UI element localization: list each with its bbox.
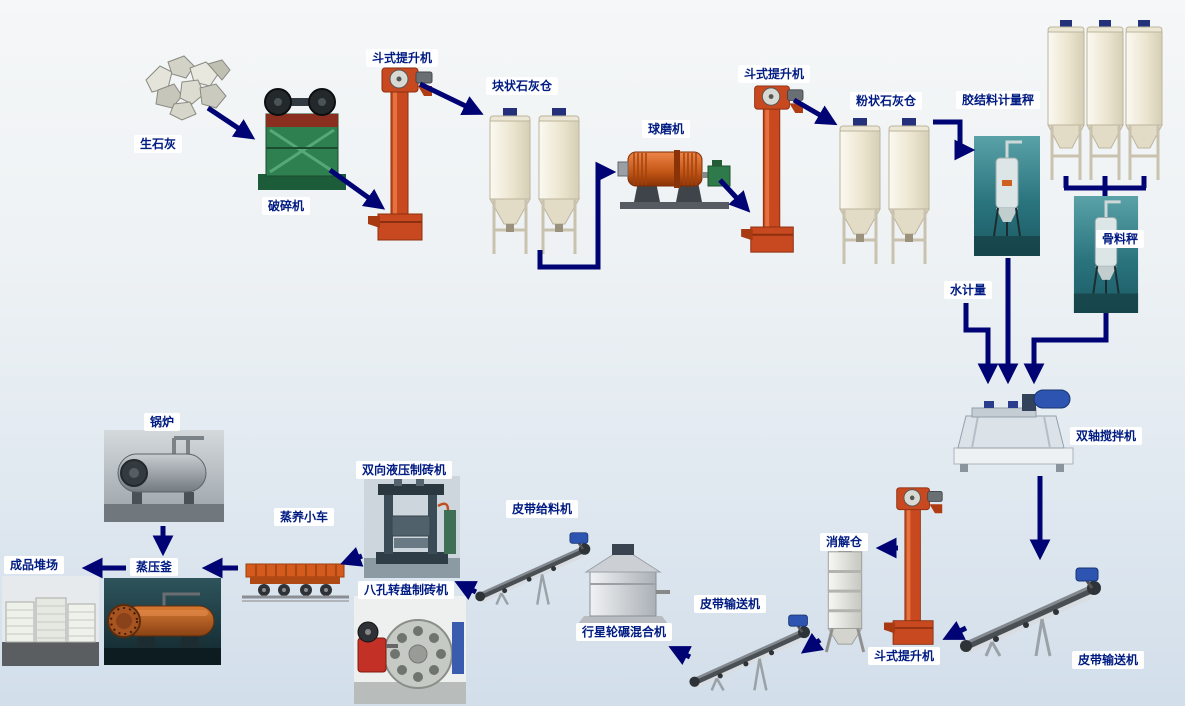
twin-shaft-mixer-image	[950, 384, 1077, 474]
label-planetary-mixer: 行星轮碾混合机	[576, 623, 673, 642]
aggregate-silos-image	[1046, 20, 1163, 188]
arrow-water-mixer	[963, 303, 999, 385]
label-digestion-silo: 消解仓	[820, 533, 869, 552]
bucket-elevator-3-image	[878, 486, 950, 648]
bucket-elevator-2-image	[738, 84, 808, 256]
powder-lime-silo-image	[836, 118, 933, 270]
belt-conveyor-right-image	[956, 562, 1108, 658]
steam-cart-image	[242, 548, 349, 602]
autoclave-image	[104, 578, 221, 665]
aggregate-scale-image	[1072, 196, 1140, 313]
label-quicklime: 生石灰	[134, 135, 183, 154]
label-lump-lime-silo: 块状石灰仓	[486, 77, 559, 96]
label-bucket-elevator-3: 斗式提升机	[868, 647, 941, 666]
label-belt-conveyor-right: 皮带输送机	[1072, 651, 1145, 670]
label-twin-shaft-mixer: 双轴搅拌机	[1070, 427, 1143, 446]
quicklime-rocks-image	[138, 52, 238, 122]
label-belt-feeder: 皮带给料机	[506, 500, 579, 519]
label-binder-scale: 胶结料计量秤	[956, 91, 1041, 110]
label-bucket-elevator-2: 斗式提升机	[738, 65, 811, 84]
label-steam-cart: 蒸养小车	[274, 508, 335, 527]
arrow-powdersilo-binderscale	[933, 119, 976, 161]
label-hydraulic-brick-machine: 双向液压制砖机	[356, 461, 453, 480]
label-product-yard: 成品堆场	[4, 556, 65, 575]
label-boiler: 锅炉	[144, 413, 181, 432]
label-bucket-elevator-1: 斗式提升机	[366, 49, 439, 68]
label-powder-lime-silo: 粉状石灰仓	[850, 92, 923, 111]
boiler-image	[104, 430, 224, 522]
label-water-meter: 水计量	[944, 281, 993, 300]
label-autoclave: 蒸压釜	[130, 558, 179, 577]
label-ball-mill: 球磨机	[642, 120, 691, 139]
lump-lime-silo-image	[486, 108, 583, 260]
arrow-aggregatescale-mixer	[1023, 313, 1109, 385]
belt-feeder-image	[472, 522, 596, 612]
ball-mill-image	[616, 138, 733, 212]
rotary-brick-machine-image	[354, 596, 466, 704]
label-aggregate-scale: 骨料秤	[1096, 230, 1145, 249]
label-crusher: 破碎机	[262, 197, 311, 216]
bucket-elevator-1-image	[366, 66, 436, 244]
hydraulic-brick-machine-image	[364, 476, 460, 578]
crusher-image	[256, 86, 348, 198]
binder-scale-image	[974, 136, 1040, 256]
belt-conveyor-mid-image	[686, 606, 816, 696]
product-yard-image	[2, 576, 99, 666]
digestion-silo-image	[814, 542, 876, 654]
label-rotary-brick-machine: 八孔转盘制砖机	[358, 581, 455, 600]
label-belt-conveyor-mid: 皮带输送机	[694, 595, 767, 614]
